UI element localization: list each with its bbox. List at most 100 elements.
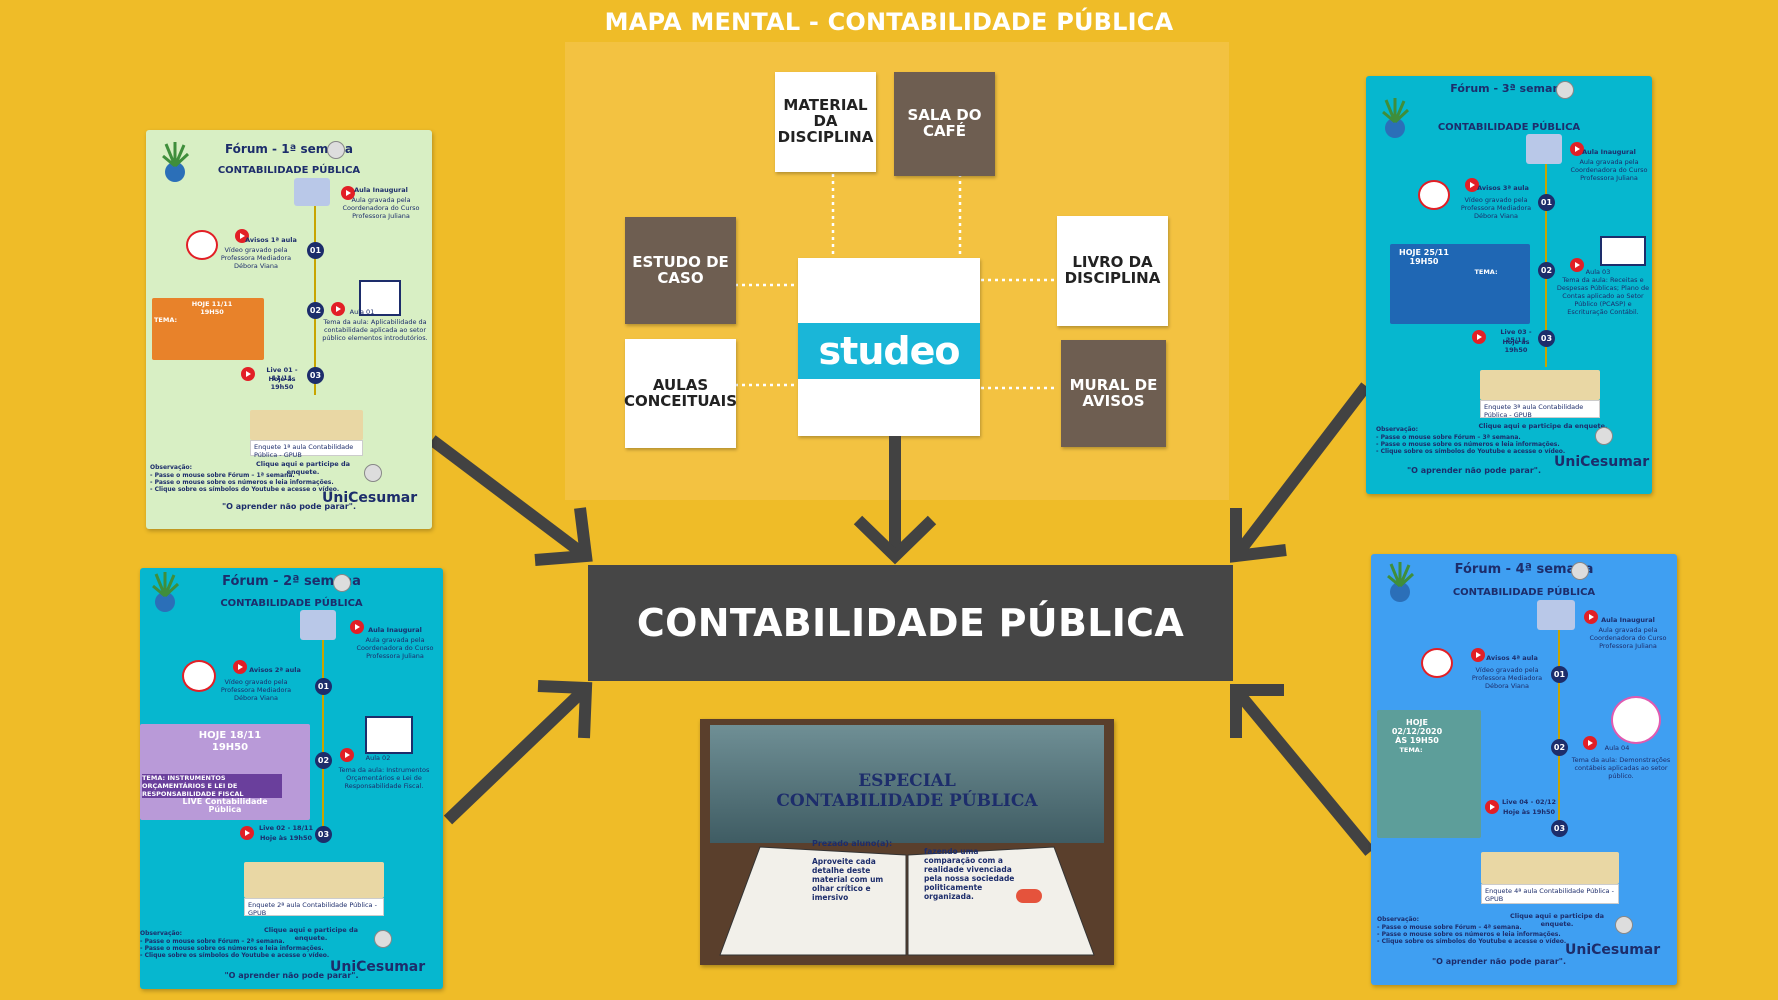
youtube-icon-aula[interactable] bbox=[340, 748, 354, 762]
youtube-icon-avisos[interactable] bbox=[1471, 648, 1485, 662]
timeline-number-03[interactable]: 03 bbox=[307, 367, 324, 384]
tile-mural-de-avisos[interactable]: MURAL DE AVISOS bbox=[1061, 340, 1166, 447]
studeo-panel: MATERIAL DA DISCIPLINA SALA DO CAFÉ ESTU… bbox=[565, 42, 1229, 500]
unicesumar-leaf-logo bbox=[162, 142, 190, 182]
notebook-coffee-image bbox=[250, 410, 363, 440]
tile-estudo-de-caso[interactable]: ESTUDO DE CASO bbox=[625, 217, 736, 324]
arrow-week4-to-hub bbox=[1230, 684, 1375, 856]
left-page-text: Aproveite cada detalhe deste material co… bbox=[812, 857, 884, 902]
card-title[interactable]: Fórum - 4ª semana bbox=[1454, 562, 1594, 577]
hand-pointer-icon bbox=[327, 141, 345, 159]
tile-livro-da-disciplina[interactable]: LIVRO DA DISCIPLINA bbox=[1057, 216, 1168, 326]
avisos-label: Avisos 4ª aula bbox=[1486, 654, 1538, 662]
poll-link[interactable]: Clique aqui e participe da enquete. bbox=[263, 926, 359, 942]
aula-inaugural-desc: Aula gravada pela Coordenadora do Curso … bbox=[1589, 626, 1667, 650]
timeline-line bbox=[322, 628, 324, 838]
youtube-icon-aula[interactable] bbox=[331, 302, 345, 316]
tile-aulas-conceituais[interactable]: AULAS CONCEITUAIS bbox=[624, 339, 737, 448]
poll-label[interactable]: Enquete 4ª aula Contabilidade Pública - … bbox=[1481, 884, 1619, 904]
arrow-studeo-to-hub bbox=[853, 436, 937, 565]
card-subtitle: CONTABILIDADE PÚBLICA bbox=[1452, 587, 1596, 598]
motto-quote: "O aprender não pode parar". bbox=[1407, 466, 1541, 475]
youtube-icon-avisos[interactable] bbox=[1465, 178, 1479, 192]
timeline-number-02[interactable]: 02 bbox=[315, 752, 332, 769]
youtube-icon-avisos[interactable] bbox=[235, 229, 249, 243]
timeline-number-02[interactable]: 02 bbox=[307, 302, 324, 319]
timeline-number-01[interactable]: 01 bbox=[1551, 666, 1568, 683]
timeline-number-03[interactable]: 03 bbox=[315, 826, 332, 843]
unicesumar-leaf-logo bbox=[1387, 562, 1415, 602]
laptop-icon bbox=[294, 178, 330, 206]
tv-icon bbox=[1611, 696, 1661, 744]
forum-week-4-card[interactable]: Fórum - 4ª semana CONTABILIDADE PÚBLICA … bbox=[1371, 554, 1677, 985]
especial-open-book-image[interactable]: ESPECIAL CONTABILIDADE PÚBLICA Prezado a… bbox=[700, 719, 1114, 965]
timeline-number-02[interactable]: 02 bbox=[1551, 739, 1568, 756]
youtube-icon-live[interactable] bbox=[241, 367, 255, 381]
youtube-icon-inaugural[interactable] bbox=[1584, 610, 1598, 624]
poll-link[interactable]: Clique aqui e participe da enquete. bbox=[255, 460, 351, 476]
live-banner-image[interactable]: HOJE 02/12/2020 ÀS 19H50 TEMA: bbox=[1377, 710, 1481, 838]
youtube-icon-live[interactable] bbox=[1472, 330, 1486, 344]
studeo-box[interactable]: studeo bbox=[798, 258, 980, 436]
youtube-icon-inaugural[interactable] bbox=[1570, 142, 1584, 156]
youtube-icon-live[interactable] bbox=[240, 826, 254, 840]
hand-pointer-icon bbox=[1571, 562, 1589, 580]
hand-pointer-icon bbox=[333, 574, 351, 592]
aula-desc: Tema da aula: Instrumentos Orçamentários… bbox=[338, 766, 430, 790]
notebook-coffee-image bbox=[1480, 370, 1600, 400]
timeline-number-03[interactable]: 03 bbox=[1538, 330, 1555, 347]
timeline-number-01[interactable]: 01 bbox=[307, 242, 324, 259]
aula-desc: Tema da aula: Demonstrações contábeis ap… bbox=[1571, 756, 1671, 780]
forum-week-2-card[interactable]: Fórum - 2ª semana CONTABILIDADE PÚBLICA … bbox=[140, 568, 443, 989]
live-banner-image[interactable]: HOJE 11/11 19H50 TEMA: bbox=[152, 298, 264, 360]
tile-material-da-disciplina[interactable]: MATERIAL DA DISCIPLINA bbox=[775, 72, 876, 172]
card-title[interactable]: Fórum - 2ª semana bbox=[222, 574, 361, 589]
hand-pointer-icon bbox=[364, 464, 382, 482]
poll-link[interactable]: Clique aqui e participe da enquete. bbox=[1509, 912, 1605, 928]
timeline-number-03[interactable]: 03 bbox=[1551, 820, 1568, 837]
timeline-number-01[interactable]: 01 bbox=[315, 678, 332, 695]
youtube-icon-aula[interactable] bbox=[1570, 258, 1584, 272]
timeline-line bbox=[1545, 152, 1547, 367]
observacao-line-1: - Passe o mouse sobre Fórum – 4ª semana. bbox=[1377, 924, 1522, 931]
city-background bbox=[710, 725, 1104, 843]
especial-title: ESPECIAL bbox=[858, 771, 956, 791]
forum-week-1-card[interactable]: Fórum - 1ª semana CONTABILIDADE PÚBLICA … bbox=[146, 130, 432, 529]
youtube-icon-live[interactable] bbox=[1485, 800, 1499, 814]
youtube-icon-avisos[interactable] bbox=[233, 660, 247, 674]
unicesumar-logo: UniCesumar bbox=[1565, 942, 1661, 958]
aula-desc: Tema da aula: Receitas e Despesas Públic… bbox=[1556, 276, 1650, 316]
live-banner-image[interactable]: HOJE 18/11 19H50 TEMA: INSTRUMENTOS ORÇA… bbox=[140, 724, 310, 820]
card-title[interactable]: Fórum - 1ª semana bbox=[224, 142, 354, 156]
poll-label[interactable]: Enquete 3ª aula Contabilidade Pública - … bbox=[1480, 400, 1600, 419]
forum-week-3-card[interactable]: Fórum - 3ª semana CONTABILIDADE PÚBLICA … bbox=[1366, 76, 1652, 494]
live-banner-image[interactable]: HOJE 25/11 19H50 TEMA: bbox=[1390, 244, 1530, 324]
central-hub-node: CONTABILIDADE PÚBLICA bbox=[588, 565, 1233, 681]
timeline-line bbox=[314, 200, 316, 395]
tile-sala-do-cafe[interactable]: SALA DO CAFÉ bbox=[894, 72, 995, 176]
observacao-title: Observação: bbox=[150, 464, 193, 471]
card-subtitle: CONTABILIDADE PÚBLICA bbox=[217, 165, 361, 176]
card-title[interactable]: Fórum - 3ª semana bbox=[1450, 82, 1568, 95]
aula-inaugural-desc: Aula gravada pela Coordenadora do Curso … bbox=[1570, 158, 1648, 182]
poll-label[interactable]: Enquete 1ª aula Contabilidade Pública - … bbox=[250, 440, 363, 459]
open-book-icon bbox=[719, 846, 1095, 956]
poll-label[interactable]: Enquete 2ª aula Contabilidade Pública - … bbox=[244, 898, 384, 917]
poll-link[interactable]: Clique aqui e participe da enquete. bbox=[1478, 422, 1608, 430]
motto-quote: "O aprender não pode parar". bbox=[224, 971, 359, 980]
youtube-icon-inaugural[interactable] bbox=[341, 186, 355, 200]
youtube-icon-aula[interactable] bbox=[1583, 736, 1597, 750]
laptop-icon bbox=[1526, 134, 1562, 164]
aula-desc: Tema da aula: Aplicabilidade da contabil… bbox=[322, 318, 428, 342]
laptop-icon bbox=[300, 610, 336, 640]
notebook-coffee-image bbox=[244, 862, 384, 898]
aula-label: Aula 02 bbox=[365, 754, 391, 762]
timeline-number-02[interactable]: 02 bbox=[1538, 262, 1555, 279]
hand-pointer-icon bbox=[1595, 427, 1613, 445]
avisos-label: Avisos 1ª aula bbox=[245, 236, 297, 244]
greeting-text: Prezado aluno(a): bbox=[812, 839, 893, 848]
avisos-desc: Vídeo gravado pela Professora Mediadora … bbox=[220, 246, 292, 270]
youtube-icon-inaugural[interactable] bbox=[350, 620, 364, 634]
timeline-number-01[interactable]: 01 bbox=[1538, 194, 1555, 211]
